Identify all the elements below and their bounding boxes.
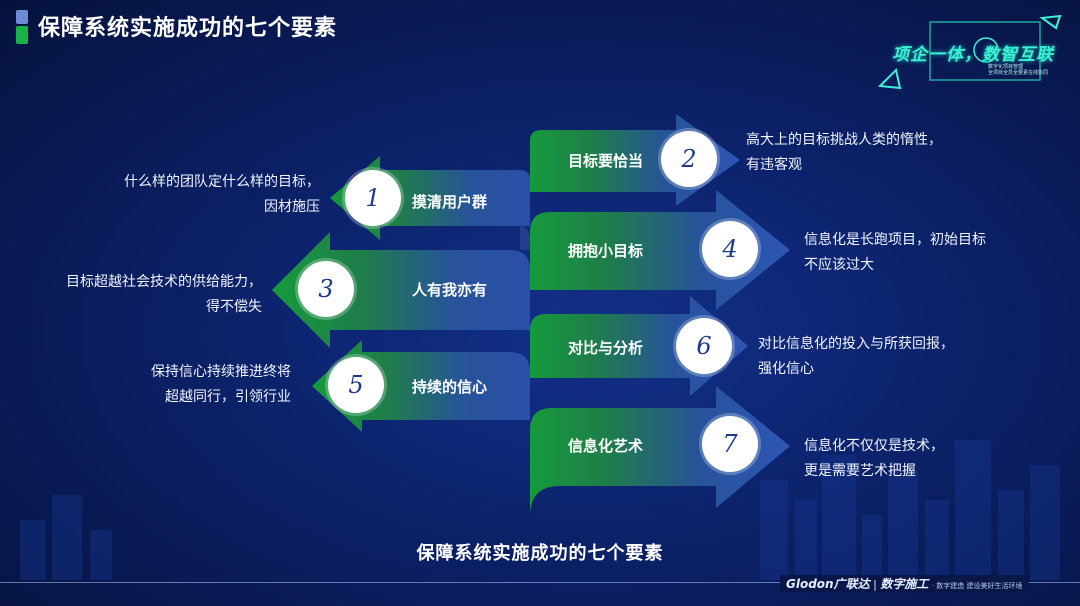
factor-label-1: 摸清用户群 [412, 193, 488, 211]
factor-number-5: 5 [328, 357, 384, 413]
logo-text: 项企一体，数智互联 [892, 45, 1054, 65]
title-accent-bar [16, 10, 28, 44]
footer-brand-name: Glodon广联达 [786, 577, 870, 591]
factor-desc-6: 对比信息化的投入与所获回报， 强化信心 [758, 332, 954, 382]
factor-desc-4-line1: 信息化是长跑项目，初始目标 [804, 232, 986, 248]
factor-label-4: 拥抱小目标 [568, 242, 644, 260]
factor-desc-3: 目标超越社会技术的供给能力， 得不偿失 [66, 270, 262, 320]
footer-slogan: · 数字建造 建设美好生活环境 [931, 582, 1023, 590]
logo-subtext: 数字化项目管理 全项目全员全要素在线协同 [988, 64, 1048, 76]
factor-desc-1-line1: 什么样的团队定什么样的目标， [124, 174, 320, 190]
factor-desc-2-line2: 有违客观 [746, 157, 802, 173]
logo-sub-line1: 数字化项目管理 [988, 64, 1024, 70]
factor-desc-3-line2: 得不偿失 [206, 299, 262, 315]
title-accent-blue [16, 10, 28, 24]
factor-number-1: 1 [345, 170, 401, 226]
factor-desc-7-line1: 信息化不仅仅是技术， [804, 438, 944, 454]
factor-desc-1: 什么样的团队定什么样的目标， 因材施压 [124, 170, 320, 220]
factor-label-6: 对比与分析 [568, 339, 644, 357]
logo-sub-line2: 全项目全员全要素在线协同 [988, 70, 1049, 76]
page-title: 保障系统实施成功的七个要素 [38, 16, 338, 41]
brand-logo: 项企一体，数智互联 数字化项目管理 全项目全员全要素在线协同 [870, 14, 1070, 94]
factor-desc-5-line1: 保持信心持续推进终将 [151, 364, 291, 380]
factor-desc-2: 高大上的目标挑战人类的惰性， 有违客观 [746, 128, 942, 178]
factor-desc-4: 信息化是长跑项目，初始目标 不应该过大 [804, 228, 986, 278]
factor-desc-6-line1: 对比信息化的投入与所获回报， [758, 336, 954, 352]
arrow-1-tail [520, 226, 530, 250]
factor-number-2: 2 [661, 131, 717, 187]
factor-desc-7: 信息化不仅仅是技术， 更是需要艺术把握 [804, 434, 944, 484]
factor-desc-1-line2: 因材施压 [264, 199, 320, 215]
arrow-3 [272, 232, 530, 348]
factor-label-7: 信息化艺术 [568, 437, 644, 455]
factor-label-3: 人有我亦有 [412, 281, 488, 299]
factor-desc-5-line2: 超越同行，引领行业 [165, 389, 291, 405]
footer-divider-line [0, 582, 1080, 583]
factor-number-4: 4 [702, 221, 758, 277]
factor-number-3: 3 [298, 261, 354, 317]
arrow-4 [530, 190, 790, 310]
footer-brand: Glodon广联达 | 数字施工 · 数字建造 建设美好生活环境 [780, 575, 1029, 592]
slide-caption: 保障系统实施成功的七个要素 [416, 543, 664, 564]
factor-label-5: 持续的信心 [412, 378, 488, 396]
title-accent-green [16, 26, 28, 44]
factor-desc-2-line1: 高大上的目标挑战人类的惰性， [746, 132, 942, 148]
footer-separator: | [873, 578, 877, 591]
footer-product: 数字施工 [880, 577, 929, 591]
factor-desc-4-line2: 不应该过大 [804, 257, 874, 273]
factor-desc-3-line1: 目标超越社会技术的供给能力， [66, 274, 262, 290]
factor-label-2: 目标要恰当 [568, 152, 644, 170]
logo-frame-icon [877, 14, 1062, 90]
factor-desc-5: 保持信心持续推进终将 超越同行，引领行业 [151, 360, 291, 410]
factor-desc-7-line2: 更是需要艺术把握 [804, 463, 916, 479]
factor-number-7: 7 [702, 416, 758, 472]
factor-desc-6-line2: 强化信心 [758, 361, 814, 377]
factor-number-6: 6 [676, 318, 732, 374]
